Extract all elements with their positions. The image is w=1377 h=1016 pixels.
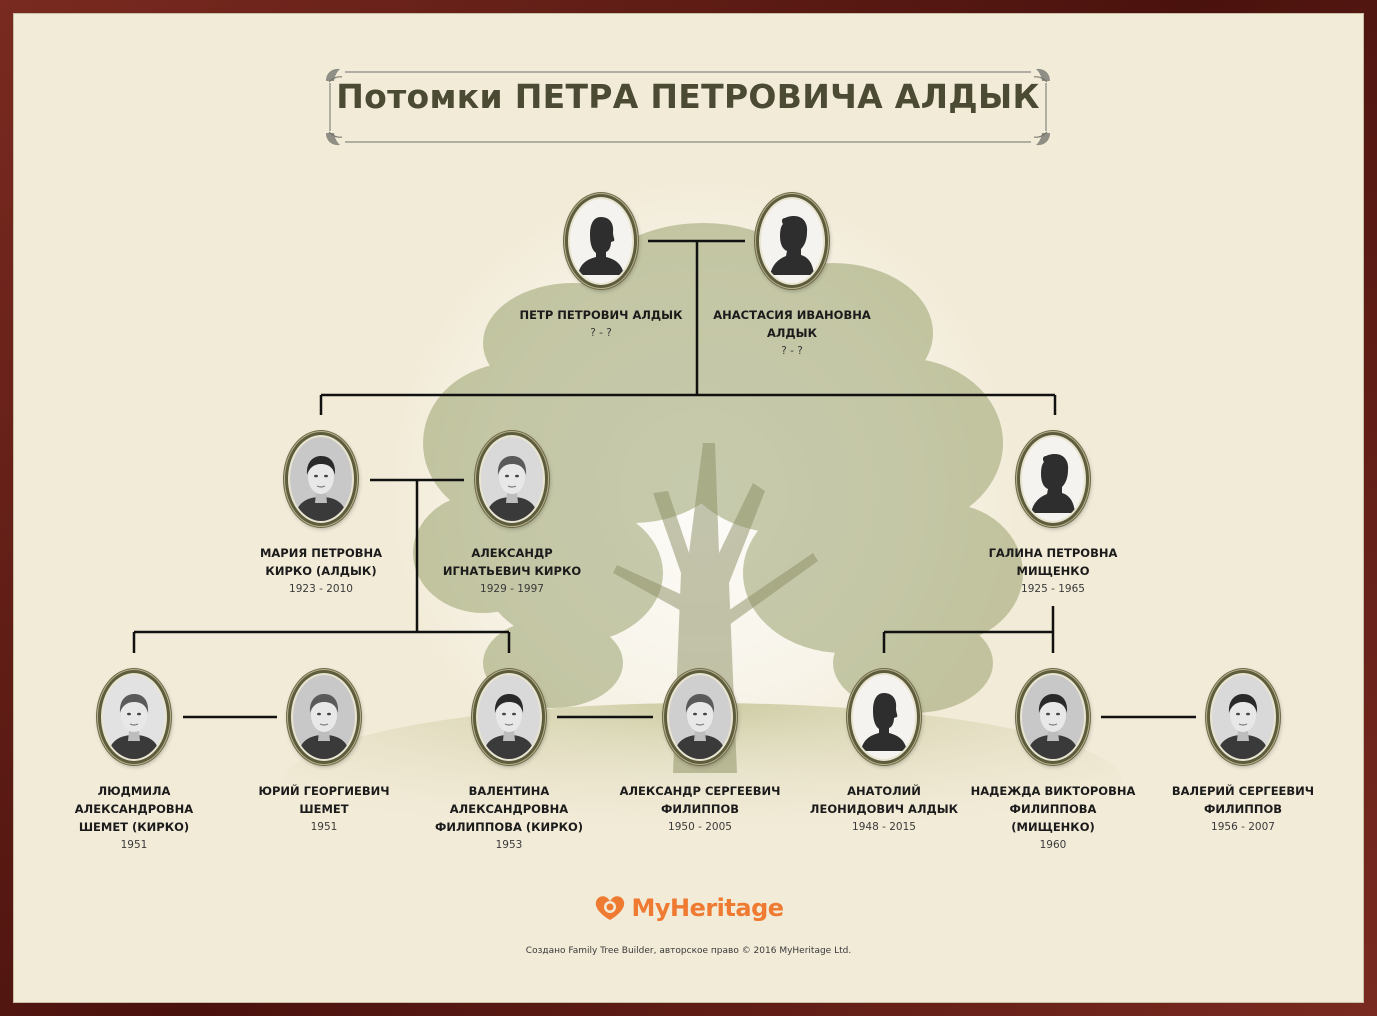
- person-name-line: АЛЕКСАНДРОВНА: [74, 802, 194, 816]
- tree-connectors: [132, 239, 1196, 719]
- portrait-frame[interactable]: [1022, 675, 1084, 759]
- portrait-photo-icon: [669, 675, 731, 759]
- person-name: МАРИЯ ПЕТРОВНА КИРКО (АЛДЫК): [221, 544, 421, 580]
- person-name-line: АЛЕКСАНДРОВНА: [449, 802, 569, 816]
- person-dates: 1950 - 2005: [668, 821, 732, 833]
- person-name: ГАЛИНА ПЕТРОВНА МИЩЕНКО: [953, 544, 1153, 580]
- person-name-line: НАДЕЖДА ВИКТОРОВНА: [970, 784, 1136, 798]
- portrait-photo-icon: [481, 437, 543, 521]
- female-silhouette-icon: [770, 216, 814, 275]
- title-banner: Потомки ПЕТРА ПЕТРОВИЧА АЛДЫК: [315, 63, 1061, 151]
- person-dates: 1951: [120, 839, 148, 851]
- person-name-line: АЛДЫК: [766, 326, 817, 340]
- portrait-frame[interactable]: [669, 675, 731, 759]
- chart-canvas: Потомки ПЕТРА ПЕТРОВИЧА АЛДЫК ПЕТР ПЕТРО…: [13, 13, 1364, 1003]
- person-dates: 1953: [495, 839, 523, 851]
- person-name-line: МИЩЕНКО: [1016, 564, 1090, 578]
- female-silhouette-icon: [1031, 454, 1075, 513]
- portrait-frame[interactable]: [570, 199, 632, 283]
- title-border: [329, 71, 1047, 143]
- male-silhouette-icon: [578, 217, 624, 275]
- person-name: ЮРИЙ ГЕОРГИЕВИЧ ШЕМЕТ: [224, 782, 424, 818]
- person-name-line: ЮРИЙ ГЕОРГИЕВИЧ: [258, 784, 390, 798]
- leaf-ornament-icon: [1033, 68, 1050, 83]
- person-name-line: ШЕМЕТ (КИРКО): [78, 820, 190, 834]
- person-name-line: ПЕТР ПЕТРОВИЧ АЛДЫК: [519, 308, 683, 322]
- person-name: ЛЮДМИЛА АЛЕКСАНДРОВНА ШЕМЕТ (КИРКО): [34, 782, 234, 836]
- portrait-frame[interactable]: [103, 675, 165, 759]
- portrait-frame[interactable]: [1022, 437, 1084, 521]
- person-name-line: ФИЛИППОВА: [1009, 802, 1097, 816]
- portrait-photo-icon: [290, 437, 352, 521]
- male-silhouette-icon: [861, 693, 907, 751]
- person-name-line: ГАЛИНА ПЕТРОВНА: [988, 546, 1118, 560]
- person-dates: 1948 - 2015: [852, 821, 916, 833]
- person-name-line: ФИЛИППОВ: [1204, 802, 1282, 816]
- person-dates: 1923 - 2010: [289, 583, 353, 595]
- person-name-line: ИГНАТЬЕВИЧ КИРКО: [442, 564, 582, 578]
- footer-credit: Создано Family Tree Builder, авторское п…: [525, 946, 852, 956]
- brand-name: MyHeritage: [631, 894, 784, 922]
- person-name-line: (МИЩЕНКО): [1011, 820, 1095, 834]
- person-name-line: АНАСТАСИЯ ИВАНОВНА: [713, 308, 871, 322]
- person-dates: 1925 - 1965: [1021, 583, 1085, 595]
- portrait-frame[interactable]: [853, 675, 915, 759]
- leaf-ornament-icon: [1033, 131, 1050, 146]
- person-name-line: КИРКО (АЛДЫК): [265, 564, 377, 578]
- person-name: АЛЕКСАНДР ИГНАТЬЕВИЧ КИРКО: [412, 544, 612, 580]
- person-dates: 1960: [1039, 839, 1067, 851]
- person-name: АЛЕКСАНДР СЕРГЕЕВИЧ ФИЛИППОВ: [600, 782, 800, 818]
- brand-logo[interactable]: MyHeritage: [13, 893, 1364, 929]
- portrait-frame[interactable]: [290, 437, 352, 521]
- person-name-line: АЛЕКСАНДР СЕРГЕЕВИЧ: [619, 784, 781, 798]
- person-dates: ? - ?: [590, 327, 612, 339]
- portrait-frame[interactable]: [1212, 675, 1274, 759]
- portrait-photo-icon: [1212, 675, 1274, 759]
- person-dates: ? - ?: [781, 345, 803, 357]
- person-name-line: МАРИЯ ПЕТРОВНА: [259, 546, 383, 560]
- person-name-line: ЛЮДМИЛА: [97, 784, 171, 798]
- portrait-frame[interactable]: [761, 199, 823, 283]
- portrait-frame[interactable]: [478, 675, 540, 759]
- person-name: ВАЛЕНТИНА АЛЕКСАНДРОВНА ФИЛИППОВА (КИРКО): [409, 782, 609, 836]
- person-name-line: ВАЛЕРИЙ СЕРГЕЕВИЧ: [1171, 784, 1315, 798]
- portrait-photo-icon: [293, 675, 355, 759]
- person-name-line: ВАЛЕНТИНА: [468, 784, 550, 798]
- portrait-frame[interactable]: [293, 675, 355, 759]
- person-name: НАДЕЖДА ВИКТОРОВНА ФИЛИППОВА (МИЩЕНКО): [953, 782, 1153, 836]
- person-name: ВАЛЕРИЙ СЕРГЕЕВИЧ ФИЛИППОВ: [1143, 782, 1343, 818]
- myheritage-logo-icon: [596, 896, 625, 920]
- person-name-line: ЛЕОНИДОВИЧ АЛДЫК: [809, 802, 959, 816]
- person-name: ПЕТР ПЕТРОВИЧ АЛДЫК: [501, 306, 701, 324]
- background-tree-illustration: [283, 223, 1123, 863]
- leaf-ornament-icon: [326, 131, 343, 146]
- person-dates: 1929 - 1997: [480, 583, 544, 595]
- page-title: Потомки ПЕТРА ПЕТРОВИЧА АЛДЫК: [336, 77, 1040, 116]
- person-dates: 1956 - 2007: [1211, 821, 1275, 833]
- person-name-line: ШЕМЕТ: [299, 802, 349, 816]
- person-name-line: ФИЛИППОВ: [661, 802, 739, 816]
- person-name: АНАТОЛИЙ ЛЕОНИДОВИЧ АЛДЫК: [784, 782, 984, 818]
- person-name: АНАСТАСИЯ ИВАНОВНА АЛДЫК: [692, 306, 892, 342]
- person-name-line: АЛЕКСАНДР: [471, 546, 553, 560]
- person-name-line: АНАТОЛИЙ: [847, 784, 921, 798]
- leaf-ornament-icon: [326, 68, 343, 83]
- person-dates: 1951: [310, 821, 338, 833]
- person-name-line: ФИЛИППОВА (КИРКО): [434, 820, 584, 834]
- portrait-photo-icon: [478, 675, 540, 759]
- portrait-frame[interactable]: [481, 437, 543, 521]
- portrait-photo-icon: [103, 675, 165, 759]
- portrait-photo-icon: [1022, 675, 1084, 759]
